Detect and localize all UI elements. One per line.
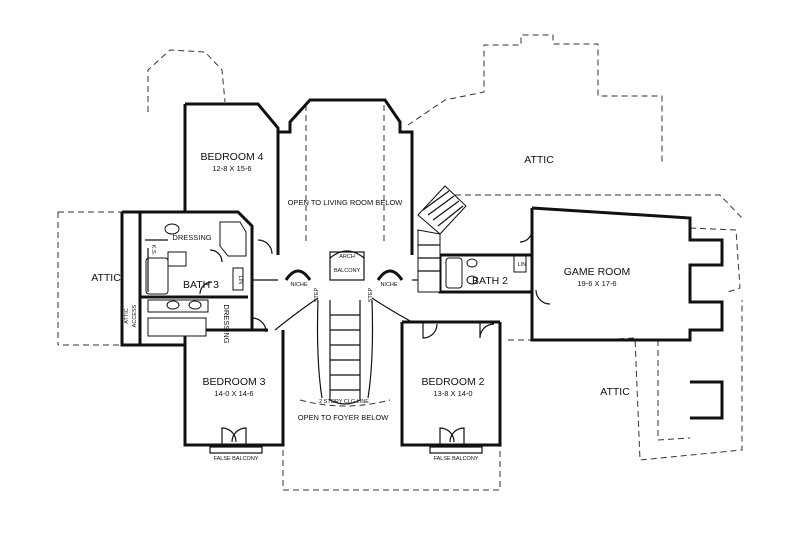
niche-left-label: NICHE [290, 282, 307, 288]
balcony-label: BALCONY [334, 268, 361, 274]
bedroom3-name: BEDROOM 3 [202, 376, 265, 388]
bedroom2-name: BEDROOM 2 [421, 376, 484, 388]
ks-label: K.S. [150, 245, 156, 256]
false-balcony-left-label: FALSE BALCONY [214, 456, 259, 462]
attic-left-label: ATTIC [91, 272, 121, 284]
grand-stair [274, 250, 413, 407]
bedroom4-size: 12-8 X 15-6 [212, 164, 251, 173]
dressing-upper-label: DRESSING [172, 233, 211, 242]
bath3-label: BATH 3 [183, 279, 219, 291]
open-living-label: OPEN TO LIVING ROOM BELOW [288, 198, 404, 207]
bath2-label: BATH 2 [472, 275, 508, 287]
access-label: ACCESS [132, 304, 138, 327]
fixtures [145, 221, 527, 337]
bedroom3-size: 14-0 X 14-6 [214, 389, 253, 398]
arch-label: ARCH [339, 254, 355, 260]
attic-small-label: ATTIC [124, 308, 130, 324]
false-balconies [209, 446, 483, 454]
attic-right-label: ATTIC [600, 386, 630, 398]
step-left-label: STEP [314, 287, 320, 302]
labels: BEDROOM 4 12-8 X 15-6 BEDROOM 3 14-0 X 1… [91, 151, 630, 462]
story-line-label: 2 STORY CLG LINE [319, 399, 369, 405]
game-room-size: 19-6 X 17-6 [577, 279, 616, 288]
bedroom4-name: BEDROOM 4 [200, 151, 263, 163]
lin-label-left: LIN [237, 276, 243, 285]
niche-right-label: NICHE [380, 282, 397, 288]
walls [120, 98, 724, 447]
game-room-name: GAME ROOM [564, 266, 631, 278]
lin-label: LIN [518, 262, 527, 268]
step-right-label: STEP [368, 287, 374, 302]
dressing-lower-label: DRESSING [222, 304, 231, 343]
attic-stair [417, 185, 467, 293]
doors [199, 229, 551, 445]
false-balcony-right-label: FALSE BALCONY [434, 456, 479, 462]
attic-top-label: ATTIC [524, 154, 554, 166]
open-foyer-label: OPEN TO FOYER BELOW [298, 413, 389, 422]
bedroom2-size: 13-8 X 14-0 [433, 389, 472, 398]
